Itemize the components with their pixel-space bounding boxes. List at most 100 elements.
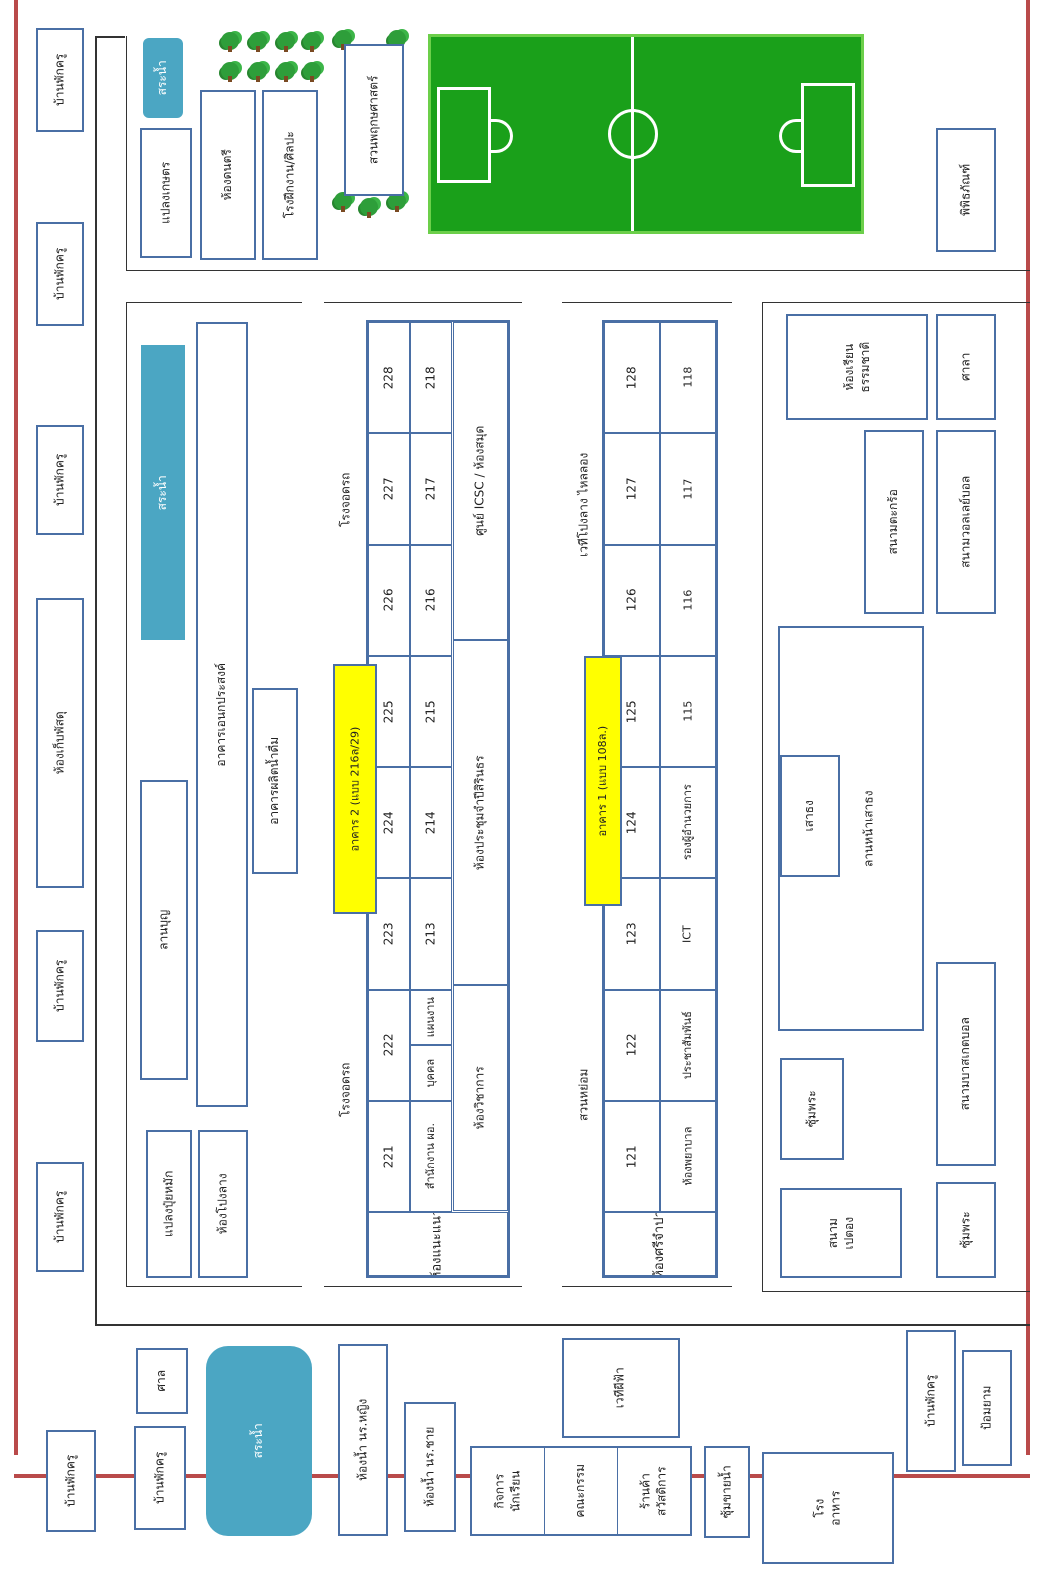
music-room: ห้องดนตรี bbox=[200, 90, 256, 260]
tree-icon bbox=[334, 30, 352, 50]
merit-yard: ลานบุญ bbox=[140, 780, 188, 1080]
multipurpose-zone bbox=[126, 302, 302, 1287]
room-b2-upper-228: 228 bbox=[368, 322, 410, 434]
botanical-trees bbox=[330, 22, 412, 222]
room-b2-lower-216: 216 bbox=[410, 544, 452, 656]
goal-arc-left bbox=[489, 119, 513, 153]
farm-plot: แปลงเกษตร bbox=[140, 128, 192, 258]
tree-icon bbox=[221, 62, 239, 82]
room-b1-upper-128: 128 bbox=[604, 322, 660, 434]
house-bottom-3: บ้านพักครู bbox=[906, 1330, 956, 1472]
room-b2-upper-221: 221 bbox=[368, 1100, 410, 1212]
house-5: บ้านพักครู bbox=[36, 1162, 84, 1272]
tree-icon bbox=[277, 62, 295, 82]
water-kiosk: ซุ้มขายน้ำ bbox=[704, 1446, 750, 1538]
room-b1-lower-5: 116 bbox=[660, 544, 716, 656]
tree-icon bbox=[277, 32, 295, 52]
building1-zone bbox=[562, 302, 732, 1287]
room-b2-lower-213: 213 bbox=[410, 878, 452, 990]
house-1: บ้านพักครู bbox=[36, 28, 84, 132]
goal-box-left bbox=[437, 87, 491, 183]
bike-shed-right: โรงจอดรถ bbox=[338, 472, 353, 528]
room-b1-lower-2: ICT bbox=[660, 878, 716, 990]
room-b1-upper-122: 122 bbox=[604, 989, 660, 1101]
bottom-pool: สระน้ำ bbox=[206, 1346, 312, 1536]
room-b2-upper-226: 226 bbox=[368, 544, 410, 656]
central-room: ห้องโปงลาง bbox=[198, 1130, 248, 1278]
pool-2: สระน้ำ bbox=[141, 345, 185, 640]
room-b2-personnel: บุคคล bbox=[410, 1045, 452, 1101]
tree-icon bbox=[249, 32, 267, 52]
farm-zone bbox=[126, 36, 1030, 271]
goal-arc-right bbox=[779, 119, 803, 153]
canteen: โรง อาหาร bbox=[762, 1452, 894, 1564]
nature-classroom: ห้องเรียน ธรรมชาติ bbox=[786, 314, 928, 420]
champa-room: ห้องศรีจำปา bbox=[604, 1212, 716, 1276]
academic-room: ห้องวิชาการ bbox=[453, 985, 508, 1211]
shrine-2: ซุ้มพระ bbox=[936, 1182, 996, 1278]
toilet-male: ห้องน้ำ นร.ชาย bbox=[404, 1402, 456, 1532]
room-b1-lower-0: ห้องพยาบาล bbox=[660, 1100, 716, 1212]
petanque-court: สนาม เปตอง bbox=[780, 1188, 902, 1278]
guidance-room: ห้องแนะแนว bbox=[368, 1212, 508, 1276]
room-b1-lower-4: 115 bbox=[660, 655, 716, 767]
student-activity: กิจการ นักเรียน bbox=[472, 1448, 545, 1534]
flagpole: เสาธง bbox=[780, 755, 840, 877]
garden-label: สวนหย่อม bbox=[576, 1068, 591, 1122]
building2-zone bbox=[324, 302, 522, 1287]
field-zone bbox=[762, 302, 1030, 1292]
tree-icon bbox=[221, 32, 239, 52]
icsc-library: ศูนย์ ICSC / ห้องสมุด bbox=[453, 322, 508, 640]
water-plant: อาคารผลิตน้ำดื่ม bbox=[252, 688, 298, 874]
room-b2-plan: แผนงาน bbox=[410, 989, 452, 1046]
room-b1-lower-6: 117 bbox=[660, 433, 716, 545]
house-bottom-1: บ้านพักครู bbox=[46, 1430, 96, 1532]
building2-label: อาคาร 2 (แบบ 216ล/29) bbox=[333, 664, 377, 914]
takraw-court: สนามตะกร้อ bbox=[864, 430, 924, 614]
room-b1-lower-3: รองผู้อำนวยการ bbox=[660, 767, 716, 879]
guard-post: ป้อมยาม bbox=[962, 1350, 1012, 1466]
sala: ศาลา bbox=[936, 314, 996, 420]
workshop: โรงฝึกงาน/ศิลปะ bbox=[262, 90, 318, 260]
room-b2-lower-218: 218 bbox=[410, 322, 452, 434]
room-b1-upper-127: 127 bbox=[604, 433, 660, 545]
room-b2-lower-215: 215 bbox=[410, 655, 452, 767]
tree-icon bbox=[249, 62, 267, 82]
mini-theater-label: เวทีโปงลาง ไหลลอง bbox=[576, 452, 591, 558]
small-pool: สระน้ำ bbox=[143, 38, 183, 118]
compost-plot: แปลงปุ๋ยหมัก bbox=[146, 1130, 192, 1278]
shrine-sala: ศาล bbox=[136, 1348, 188, 1414]
basketball-court: สนามบาสเกตบอล bbox=[936, 962, 996, 1166]
room-b2-office: สำนักงาน ผอ. bbox=[410, 1100, 452, 1212]
botanical-garden: สวนพฤกษศาสตร์ bbox=[344, 44, 404, 196]
road-line-bottom bbox=[95, 1324, 1030, 1326]
meeting-room: ห้องประชุมจำปีสิรินธร bbox=[453, 640, 508, 985]
stage: เวทีผีฟ้า bbox=[562, 1338, 680, 1438]
center-circle bbox=[608, 109, 658, 159]
room-b2-upper-222: 222 bbox=[368, 989, 410, 1101]
room-b2-lower-217: 217 bbox=[410, 433, 452, 545]
football-field bbox=[428, 34, 864, 234]
room-b1-lower-1: ประชาสัมพันธ์ bbox=[660, 989, 716, 1101]
tree-icon bbox=[303, 62, 321, 82]
room-b1-upper-126: 126 bbox=[604, 544, 660, 656]
storage-room: ห้องเก็บพัสดุ bbox=[36, 598, 84, 888]
road-line-top2 bbox=[95, 36, 125, 38]
room-b1-upper-121: 121 bbox=[604, 1100, 660, 1212]
tree-icon bbox=[303, 32, 321, 52]
road-line-top bbox=[95, 36, 97, 1324]
goal-box-right bbox=[801, 83, 855, 187]
building1-label: อาคาร 1 (แบบ 108ล.) bbox=[584, 656, 622, 906]
tree-icon bbox=[334, 192, 352, 212]
tree-icon bbox=[388, 192, 406, 212]
house-4: บ้านพักครู bbox=[36, 930, 84, 1042]
tree-grove bbox=[215, 22, 325, 92]
room-b2-lower-214: 214 bbox=[410, 767, 452, 879]
committee: คณะกรรม bbox=[545, 1448, 618, 1534]
student-affairs-block: กิจการ นักเรียน คณะกรรม ร้านค้า สวัสดิกา… bbox=[470, 1446, 692, 1536]
multipurpose-hall: อาคารเอนกประสงค์ bbox=[196, 322, 248, 1107]
museum: พิพิธภัณฑ์ bbox=[936, 128, 996, 252]
house-2: บ้านพักครู bbox=[36, 222, 84, 326]
tree-icon bbox=[360, 198, 378, 218]
house-3: บ้านพักครู bbox=[36, 425, 84, 535]
